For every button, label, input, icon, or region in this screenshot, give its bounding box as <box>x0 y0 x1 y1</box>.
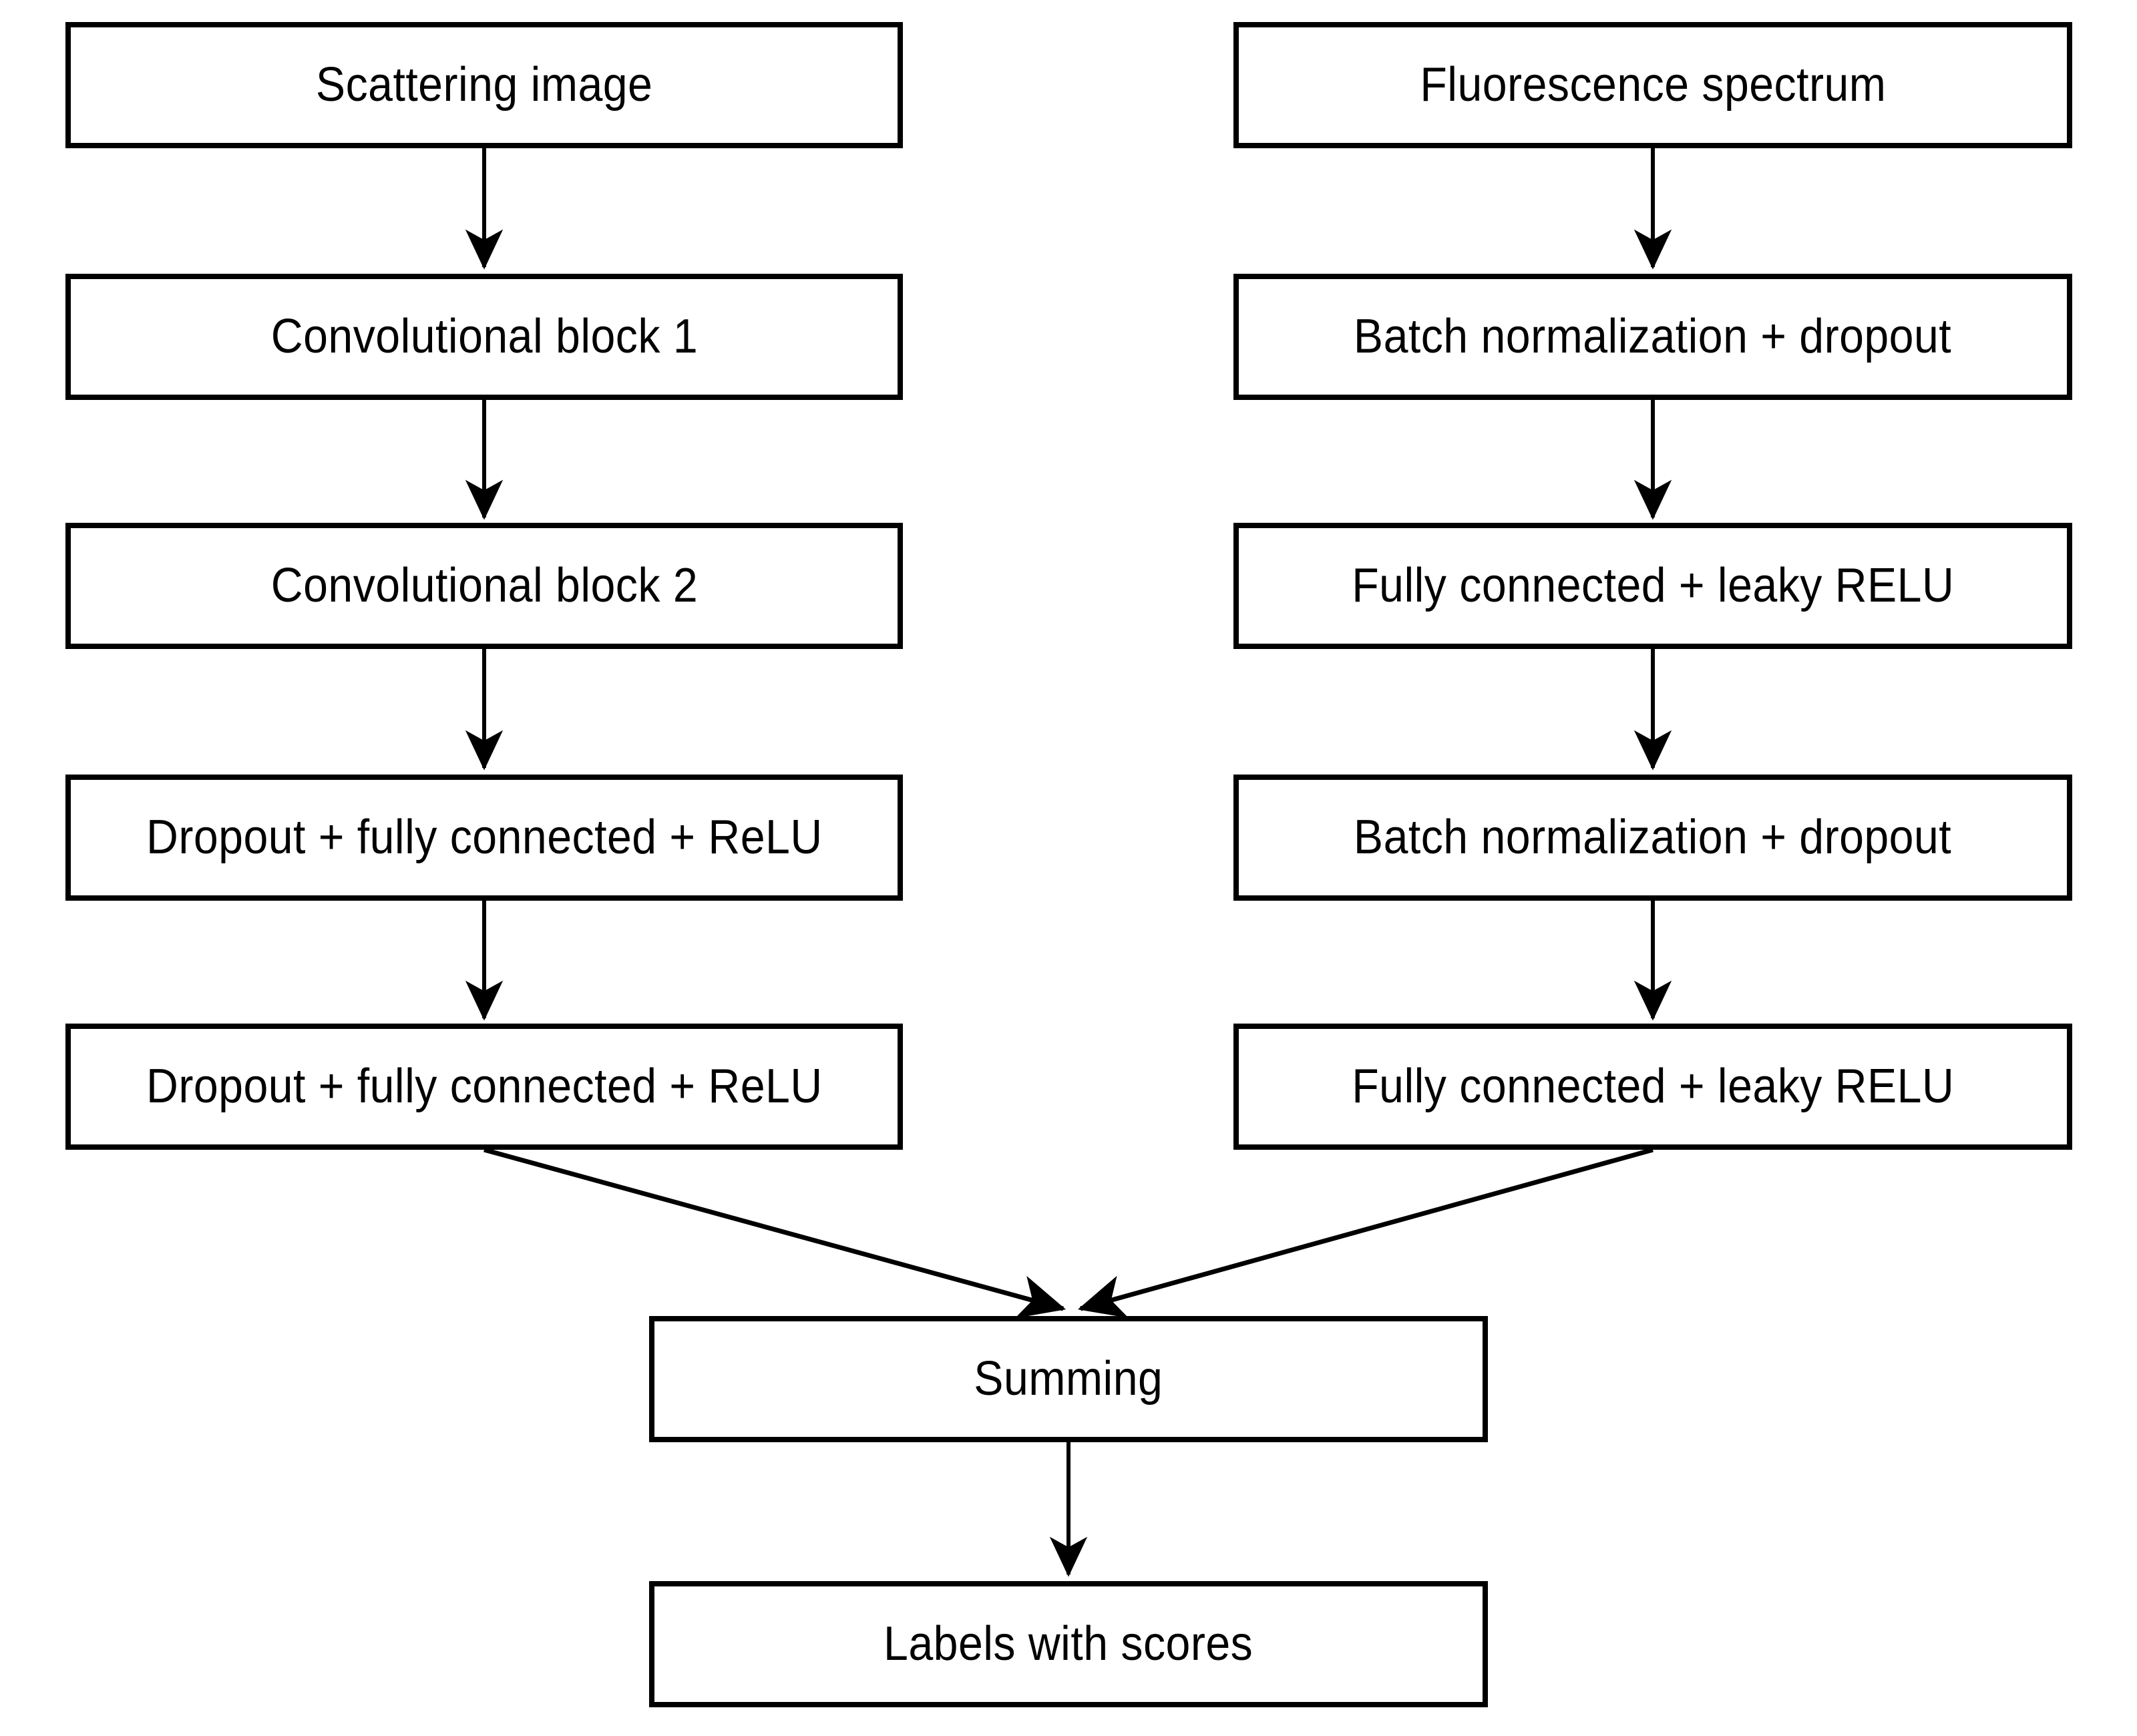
node-label: Fluorescence spectrum <box>1419 57 1887 112</box>
node-dropout-fc-relu-2[interactable]: Dropout + fully connected + ReLU <box>65 1024 903 1150</box>
node-summing[interactable]: Summing <box>649 1316 1488 1442</box>
node-label: Scattering image <box>315 57 653 112</box>
node-label: Labels with scores <box>884 1616 1253 1671</box>
node-scattering-image[interactable]: Scattering image <box>65 22 903 148</box>
node-batch-norm-dropout-2[interactable]: Batch normalization + dropout <box>1233 775 2072 901</box>
node-conv-block-2[interactable]: Convolutional block 2 <box>65 523 903 649</box>
node-fc-leaky-relu-2[interactable]: Fully connected + leaky RELU <box>1233 1024 2072 1150</box>
node-label: Batch normalization + dropout <box>1354 309 1952 363</box>
node-label: Convolutional block 1 <box>270 309 698 363</box>
node-label: Dropout + fully connected + ReLU <box>146 1059 823 1113</box>
node-label: Dropout + fully connected + ReLU <box>146 810 823 864</box>
node-fluorescence-spectrum[interactable]: Fluorescence spectrum <box>1233 22 2072 148</box>
node-conv-block-1[interactable]: Convolutional block 1 <box>65 274 903 400</box>
node-label: Batch normalization + dropout <box>1354 810 1952 864</box>
node-label: Fully connected + leaky RELU <box>1351 558 1955 612</box>
node-label: Summing <box>974 1351 1163 1405</box>
edge-left-branch-to-summing <box>483 1147 1066 1319</box>
node-label: Fully connected + leaky RELU <box>1351 1059 1955 1113</box>
node-batch-norm-dropout-1[interactable]: Batch normalization + dropout <box>1233 274 2072 400</box>
node-dropout-fc-relu-1[interactable]: Dropout + fully connected + ReLU <box>65 775 903 901</box>
node-label: Convolutional block 2 <box>270 558 698 612</box>
node-fc-leaky-relu-1[interactable]: Fully connected + leaky RELU <box>1233 523 2072 649</box>
node-labels-with-scores[interactable]: Labels with scores <box>649 1581 1488 1707</box>
edge-right-branch-to-summing <box>1077 1147 1654 1319</box>
